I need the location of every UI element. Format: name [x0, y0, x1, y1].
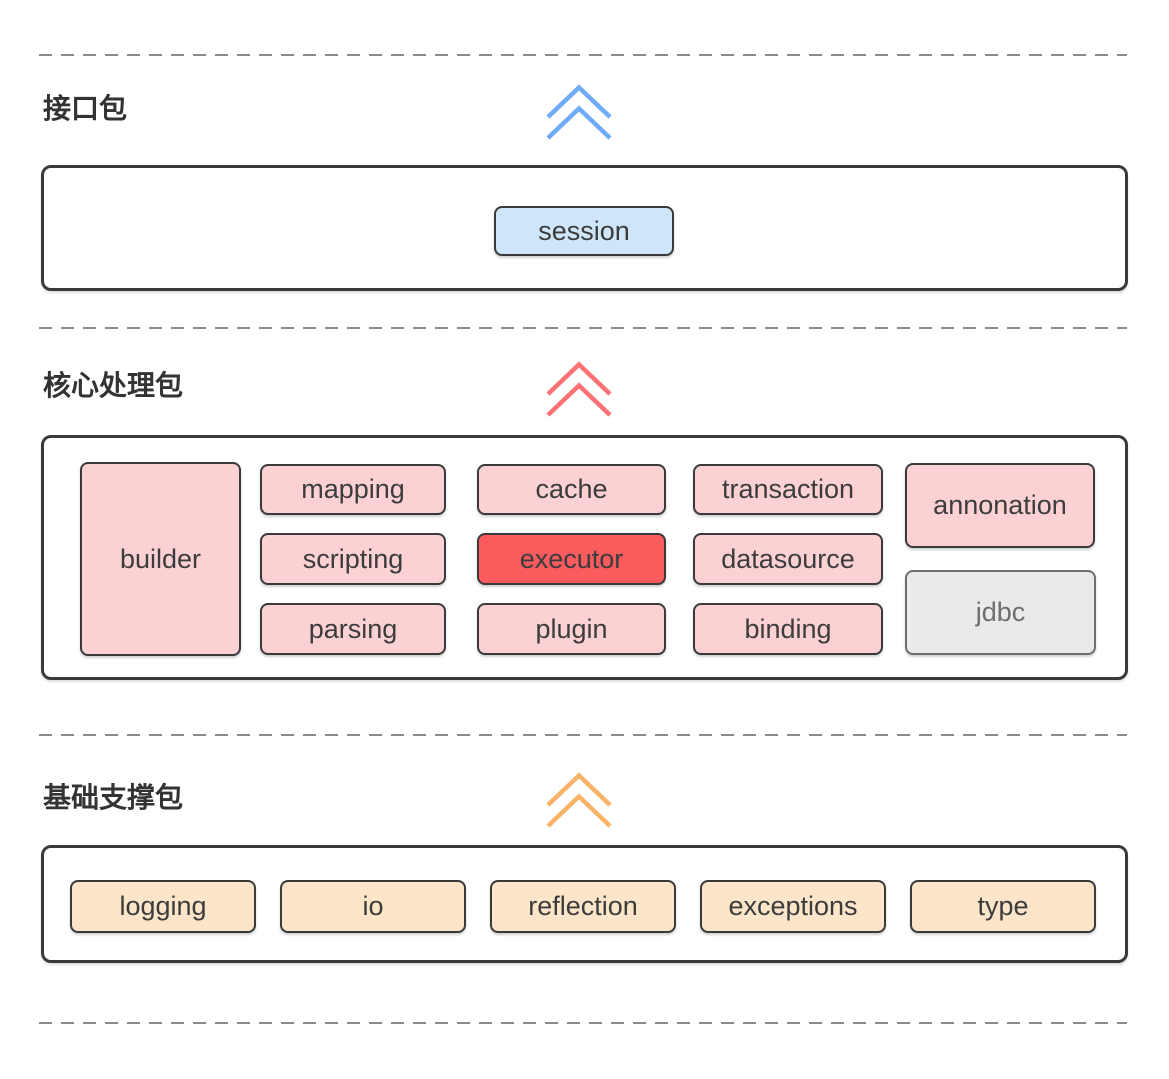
package-executor: executor: [477, 533, 666, 585]
dashed-divider: [39, 734, 1127, 736]
package-transaction: transaction: [693, 464, 883, 515]
dashed-divider: [39, 327, 1127, 329]
package-session: session: [494, 206, 674, 256]
section-label-core: 核心处理包: [43, 370, 184, 401]
double-chevron-up-icon: [546, 84, 612, 140]
package-scripting: scripting: [260, 533, 446, 585]
package-reflection: reflection: [490, 880, 676, 933]
package-cache: cache: [477, 464, 666, 515]
section-label-interface: 接口包: [43, 93, 128, 124]
interface-package-panel: session: [41, 165, 1128, 291]
package-type: type: [910, 880, 1096, 933]
package-exceptions: exceptions: [700, 880, 886, 933]
double-chevron-up-icon: [546, 772, 612, 828]
package-datasource: datasource: [693, 533, 883, 585]
dashed-divider: [39, 54, 1127, 56]
package-plugin: plugin: [477, 603, 666, 655]
package-annonation: annonation: [905, 463, 1095, 548]
dashed-divider: [39, 1022, 1127, 1024]
package-parsing: parsing: [260, 603, 446, 655]
foundation-package-panel: logging io reflection exceptions type: [41, 845, 1128, 963]
section-label-foundation: 基础支撑包: [43, 782, 184, 813]
package-binding: binding: [693, 603, 883, 655]
package-logging: logging: [70, 880, 256, 933]
package-jdbc: jdbc: [905, 570, 1096, 655]
core-package-panel: builder mapping scripting parsing cache …: [41, 435, 1128, 680]
double-chevron-up-icon: [546, 361, 612, 417]
package-mapping: mapping: [260, 464, 446, 515]
package-builder: builder: [80, 462, 241, 656]
package-io: io: [280, 880, 466, 933]
